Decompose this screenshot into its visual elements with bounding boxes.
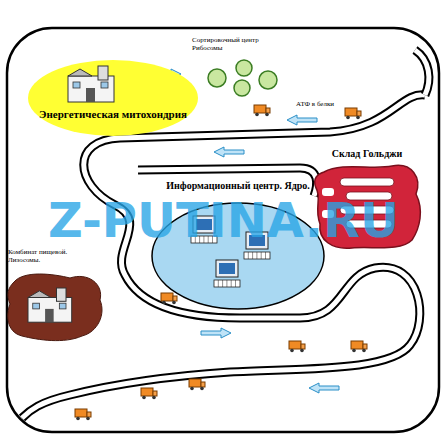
truck (345, 108, 361, 119)
building-roof (28, 291, 51, 298)
key-row (248, 252, 249, 259)
computer-keyboard (244, 252, 270, 259)
organelle-label: Комбинат пищевой. Лизосомы. (8, 248, 80, 264)
road-inner (415, 50, 429, 95)
ribosome-ball (208, 69, 226, 87)
truck (161, 293, 177, 304)
building-window (33, 303, 40, 309)
lysosome-region (8, 274, 102, 341)
cell-organelle: Энергетическая митохондрия (28, 60, 198, 138)
truck-group (75, 105, 367, 420)
organelle-shape (28, 60, 198, 138)
computer-case (216, 260, 238, 277)
building-window (59, 303, 66, 309)
building-tower (57, 288, 67, 301)
flow-arrow-left (287, 115, 317, 125)
ribosome-ball (234, 80, 250, 96)
truck (189, 379, 205, 390)
key-row (231, 280, 232, 287)
truck (351, 341, 367, 352)
ribosome-ball (259, 71, 277, 89)
key-row (218, 280, 219, 287)
cell-organelle: Сортировочный центр Рибосомы (192, 36, 282, 98)
golgi-cisterna (340, 178, 394, 186)
key-row (252, 252, 253, 259)
cell-organelle: Комбинат пищевой. Лизосомы. (4, 248, 108, 346)
building-window (101, 82, 108, 88)
key-row (256, 252, 257, 259)
key-row (265, 252, 266, 259)
mitochondria-region (28, 60, 198, 136)
road-outer (415, 50, 429, 95)
organelle-label: Энергетическая митохондрия (39, 108, 187, 121)
organelle-label: Склад Гольджи (332, 148, 402, 160)
flow-arrow-left (309, 383, 339, 393)
key-row (235, 280, 236, 287)
road-inner (138, 168, 317, 196)
key-row (222, 280, 223, 287)
building-roof (68, 69, 92, 76)
truck (75, 409, 91, 420)
watermark: Z-PUTINA.RU (48, 196, 399, 244)
key-row (261, 252, 262, 259)
flow-arrow-right (201, 328, 231, 338)
flow-arrow-left (214, 147, 244, 157)
building-tower (98, 66, 108, 80)
road-outer (138, 168, 317, 196)
building-door (86, 88, 95, 102)
computer-keyboard (214, 280, 240, 287)
road-inner (22, 95, 425, 418)
ribosome-ball (236, 60, 252, 76)
organelle-label: Сортировочный центр Рибосомы (192, 36, 272, 52)
road-outer (22, 95, 425, 418)
computer-screen (219, 263, 235, 274)
organelle-label: Информационный центр. Ядро. (166, 180, 310, 192)
building-window (73, 82, 80, 88)
road-network (22, 50, 429, 418)
truck (289, 341, 305, 352)
building-door (45, 309, 54, 322)
truck (141, 388, 157, 399)
golgi-cisterna (322, 188, 334, 196)
cell-membrane (7, 28, 439, 432)
cargo-label: АТФ в белки (296, 101, 334, 108)
truck (254, 105, 270, 116)
key-row (226, 280, 227, 287)
